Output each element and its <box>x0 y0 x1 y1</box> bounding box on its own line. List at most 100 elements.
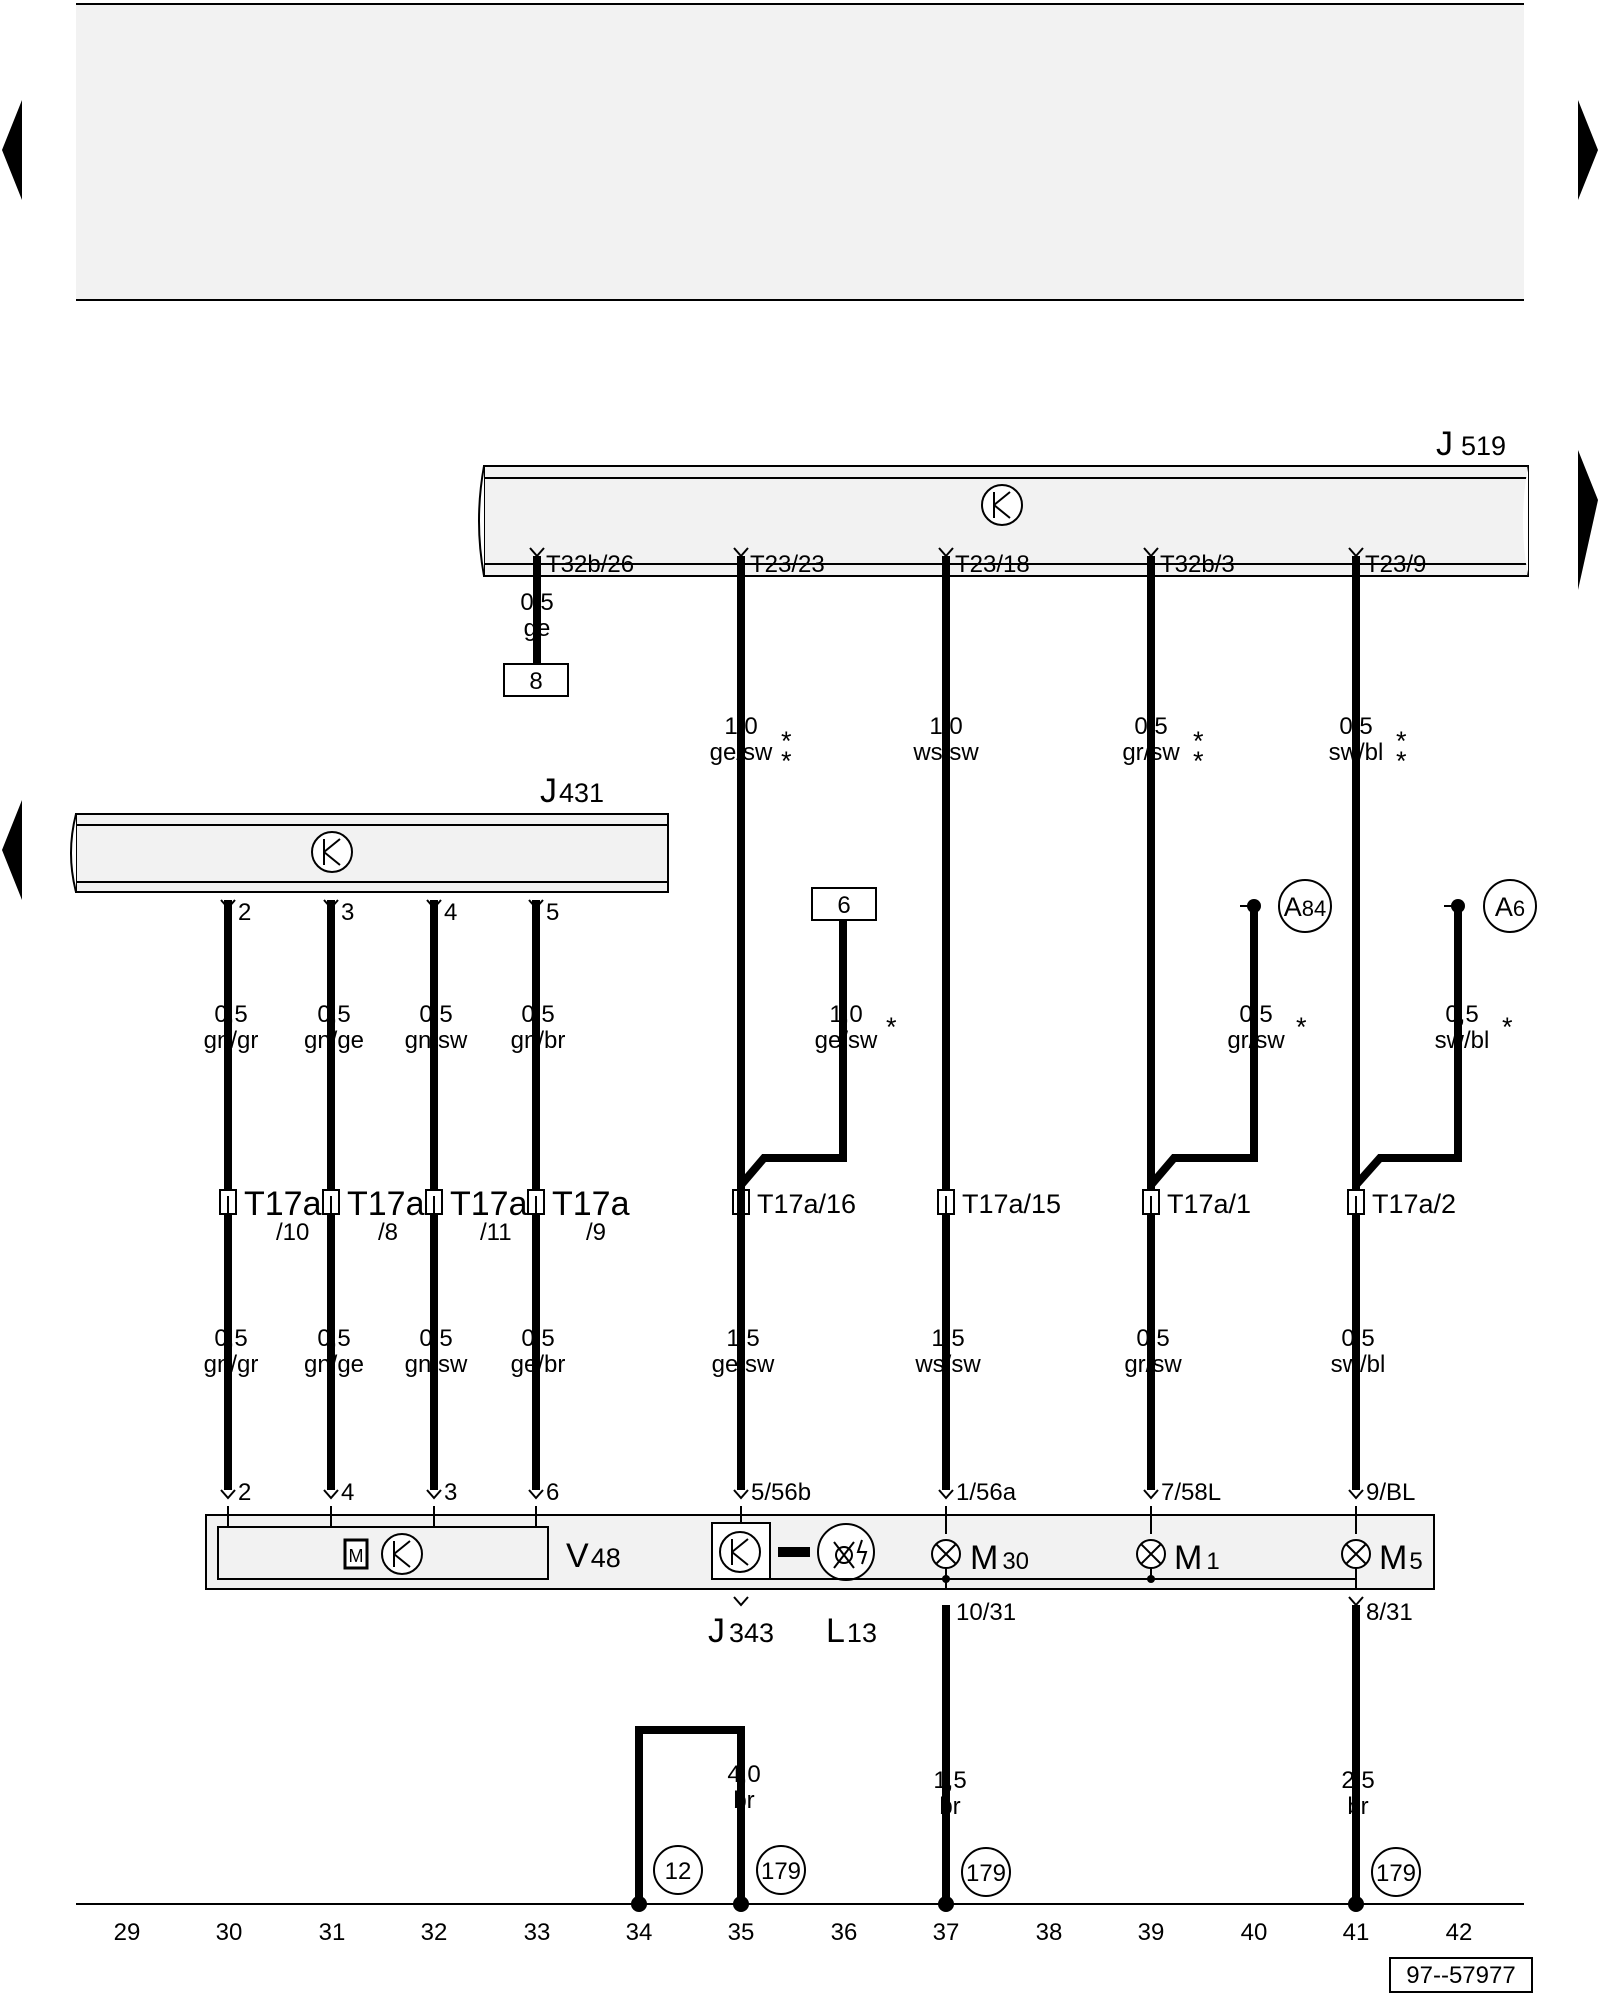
component-l13-label: L13 <box>826 1612 877 1650</box>
wire-color: gn/gr <box>204 1351 259 1378</box>
wire-color: gn/ge <box>304 1027 364 1054</box>
svg-text:38: 38 <box>1036 1919 1063 1946</box>
ref-box-label: 8 <box>529 668 542 695</box>
diagram-id-box <box>1389 1957 1533 1993</box>
wire-color: ge <box>524 615 551 642</box>
pin-label: 10/31 <box>956 1599 1016 1626</box>
component-j431-label: J431 <box>540 772 604 810</box>
wire-size: 0,5 <box>521 1001 554 1028</box>
connector-label: T17a/16 <box>757 1189 856 1219</box>
svg-text:42: 42 <box>1446 1919 1473 1946</box>
wire-size: 1,0 <box>829 1001 862 1028</box>
branch-wire <box>1353 906 1462 1188</box>
wire-size: 2,5 <box>1341 1767 1374 1794</box>
connector-label: T17a <box>347 1185 425 1223</box>
component-m5-label: M5 <box>1379 1539 1423 1577</box>
ground-ref-label: 179 <box>761 1858 801 1885</box>
wire-size: 0,5 <box>1445 1001 1478 1028</box>
right-arrow-icon[interactable] <box>1578 100 1598 200</box>
ground-ref-label: 12 <box>665 1858 692 1885</box>
right-arrow-icon[interactable] <box>1578 450 1598 590</box>
svg-text:M: M <box>349 1546 364 1566</box>
wire-color: br <box>1347 1793 1368 1820</box>
ref-circle-label: A6 <box>1495 892 1525 922</box>
pin-label: T23/9 <box>1365 551 1426 578</box>
diagram-id: 97--57977 <box>1406 1962 1515 1989</box>
ground-ref-label: 179 <box>966 1860 1006 1887</box>
wire-color: sw/bl <box>1329 739 1384 766</box>
wire-color: br <box>939 1793 960 1820</box>
star-marker: * <box>1396 726 1407 756</box>
wire-size: 1,5 <box>933 1767 966 1794</box>
pin-arrows <box>220 1489 1364 1500</box>
component-v48-label: V48 <box>566 1537 621 1575</box>
pin-label: 3 <box>444 1479 457 1506</box>
ref-box-8 <box>503 663 569 697</box>
wire-color: br <box>733 1787 754 1814</box>
connector-label: T17a <box>244 1185 322 1223</box>
wire-size: 0,5 <box>214 1001 247 1028</box>
control-unit-j519 <box>478 465 1529 577</box>
headlight-unit-v48: M <box>205 1506 1435 1590</box>
wire-size: 4,0 <box>727 1761 760 1788</box>
pin-label: 9/BL <box>1366 1479 1415 1506</box>
left-arrow-icon[interactable] <box>2 800 22 900</box>
left-arrow-icon[interactable] <box>2 100 22 200</box>
wire-color: gr/sw <box>1122 739 1180 766</box>
wire-size: 0,5 <box>214 1325 247 1352</box>
wire-size: 0,5 <box>419 1001 452 1028</box>
wire-size: 0,5 <box>520 589 553 616</box>
branch-wire <box>737 920 847 1188</box>
svg-text:37: 37 <box>933 1919 960 1946</box>
wire-color: gr/sw <box>1227 1027 1285 1054</box>
ground-wire <box>635 1726 745 1904</box>
star-marker: * <box>1502 1012 1513 1042</box>
star-marker: * <box>1396 746 1407 776</box>
svg-text:29: 29 <box>114 1919 141 1946</box>
wire-color: ge/br <box>511 1351 566 1378</box>
svg-text:30: 30 <box>216 1919 243 1946</box>
pin-label: T32b/26 <box>546 551 634 578</box>
pin-label: T23/23 <box>750 551 825 578</box>
ref-circle-a6 <box>1483 879 1537 933</box>
wire-size: 0,5 <box>419 1325 452 1352</box>
motor-icon: M <box>343 1533 423 1575</box>
svg-text:41: 41 <box>1343 1919 1370 1946</box>
star-marker: * <box>781 746 792 776</box>
svg-text:33: 33 <box>524 1919 551 1946</box>
pin-label: 1/56a <box>956 1479 1017 1506</box>
wire-color: gn/sw <box>405 1027 468 1054</box>
pin-label: 2 <box>238 1479 251 1506</box>
pin-label: 4 <box>444 899 457 926</box>
svg-text:39: 39 <box>1138 1919 1165 1946</box>
pin-label: 5 <box>546 899 559 926</box>
wire-color: gn/sw <box>405 1351 468 1378</box>
pin-label: 7/58L <box>1161 1479 1221 1506</box>
svg-text:35: 35 <box>728 1919 755 1946</box>
control-unit-j343-icon <box>711 1522 810 1580</box>
pin-label: 5/56b <box>751 1479 811 1506</box>
wire-size: 0,5 <box>521 1325 554 1352</box>
ref-box-label: 6 <box>837 892 850 919</box>
connector-label: T17a <box>552 1185 630 1223</box>
svg-text:34: 34 <box>626 1919 653 1946</box>
connector-label: T17a/2 <box>1372 1189 1456 1219</box>
pin-arrows <box>733 1596 1364 1607</box>
svg-text:31: 31 <box>319 1919 346 1946</box>
wire-size: 0,5 <box>317 1001 350 1028</box>
electronic-unit-icon <box>311 831 353 873</box>
star-marker: * <box>1296 1012 1307 1042</box>
svg-text:36: 36 <box>831 1919 858 1946</box>
wire-color: sw/bl <box>1435 1027 1490 1054</box>
connector-pin: /8 <box>378 1219 398 1246</box>
star-marker: * <box>1193 746 1204 776</box>
pin-label: 6 <box>546 1479 559 1506</box>
connector-label: T17a <box>450 1185 528 1223</box>
connector-pin: /10 <box>276 1219 309 1246</box>
pin-arrows <box>220 899 544 910</box>
pin-label: 3 <box>341 899 354 926</box>
